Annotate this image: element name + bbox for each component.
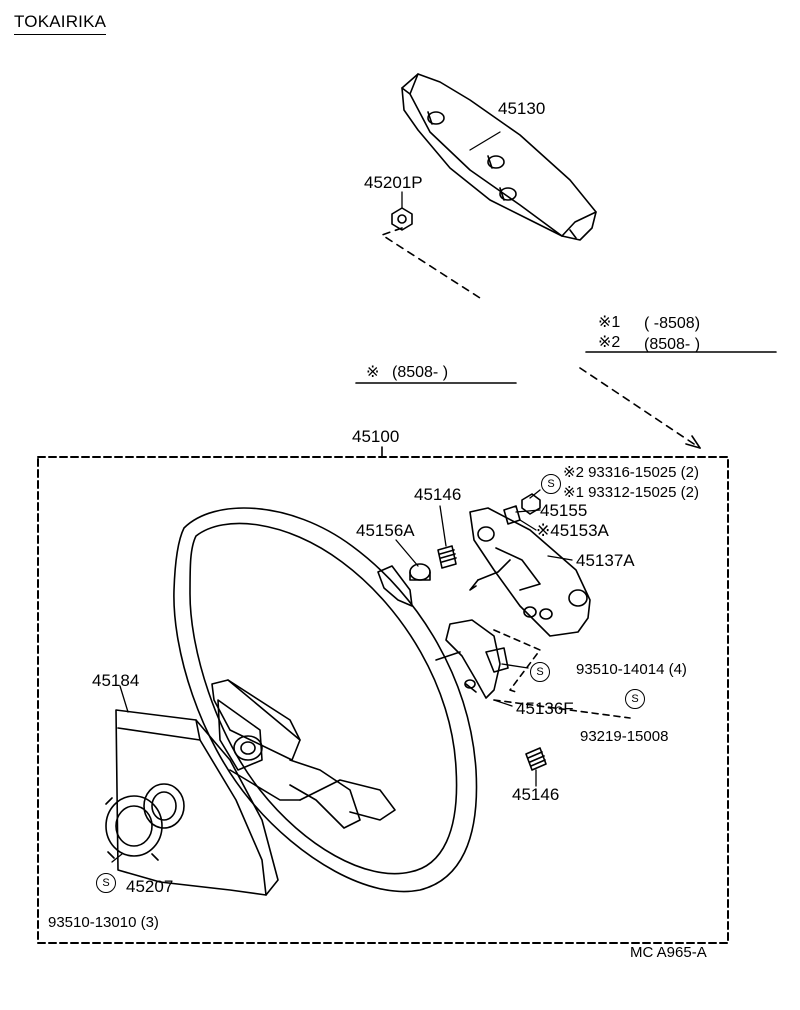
label-93316: ※2 93316-15025 (2) bbox=[563, 464, 699, 481]
note-2-mark: ※2 bbox=[598, 334, 621, 351]
assembly-frame-45100 bbox=[37, 456, 729, 944]
spring-45146-top bbox=[437, 545, 457, 569]
label-45136f: 45136F bbox=[516, 699, 574, 718]
label-45207: 45207 bbox=[126, 877, 174, 896]
spring-45146-bottom bbox=[525, 747, 547, 771]
screw-dashed-leader-93510 bbox=[493, 629, 541, 693]
cancel-cam-45207 bbox=[105, 783, 185, 861]
note-1-range: ( -8508) bbox=[644, 315, 701, 332]
bracket-45136f bbox=[377, 565, 509, 699]
standard-part-symbol-4: S bbox=[96, 873, 116, 893]
label-45184: 45184 bbox=[92, 671, 140, 690]
label-45146-bottom: 45146 bbox=[512, 785, 560, 804]
label-93312: ※1 93312-15025 (2) bbox=[563, 484, 699, 501]
screw-dashed-leader-93219 bbox=[493, 699, 631, 719]
note-3-mark: ※ bbox=[366, 364, 380, 381]
label-93510-14014: 93510-14014 (4) bbox=[576, 661, 687, 678]
label-45156a: 45156A bbox=[356, 521, 415, 540]
label-45155: 45155 bbox=[540, 501, 588, 520]
note-3-range: (8508- ) bbox=[392, 364, 449, 381]
bolt-93316-93312 bbox=[521, 493, 541, 515]
standard-part-symbol-1: S bbox=[541, 474, 561, 494]
nut-45201p bbox=[391, 207, 413, 231]
label-45146-top: 45146 bbox=[414, 485, 462, 504]
label-45153a: ※45153A bbox=[536, 521, 609, 540]
bushing-45156a bbox=[409, 563, 431, 581]
note-1-mark: ※1 bbox=[598, 314, 621, 331]
label-leader-lines bbox=[111, 131, 573, 863]
label-45100: 45100 bbox=[352, 427, 400, 446]
assembly-leader-arrowhead bbox=[685, 435, 701, 449]
steering-wheel-hub bbox=[211, 679, 396, 829]
brand-label: TOKAIRIKA bbox=[14, 12, 107, 35]
label-93219: 93219-15008 bbox=[580, 728, 669, 745]
label-45137a: 45137A bbox=[576, 551, 635, 570]
contact-plate-45137a bbox=[469, 507, 591, 637]
diagram-code: MC A965-A bbox=[630, 944, 707, 961]
steering-wheel-rim bbox=[173, 507, 478, 893]
horn-pad-45130 bbox=[401, 73, 597, 241]
assembly-dashed-leader bbox=[579, 367, 701, 449]
standard-part-symbol-2: S bbox=[530, 662, 550, 682]
standard-part-symbol-3: S bbox=[625, 689, 645, 709]
label-93510-13010: 93510-13010 (3) bbox=[48, 914, 159, 931]
lower-cover-45184 bbox=[115, 709, 279, 896]
label-45130: 45130 bbox=[498, 99, 546, 118]
label-45201p: 45201P bbox=[364, 173, 423, 192]
nut-dashed-leader bbox=[381, 227, 481, 299]
note-2-range: (8508- ) bbox=[644, 336, 701, 353]
